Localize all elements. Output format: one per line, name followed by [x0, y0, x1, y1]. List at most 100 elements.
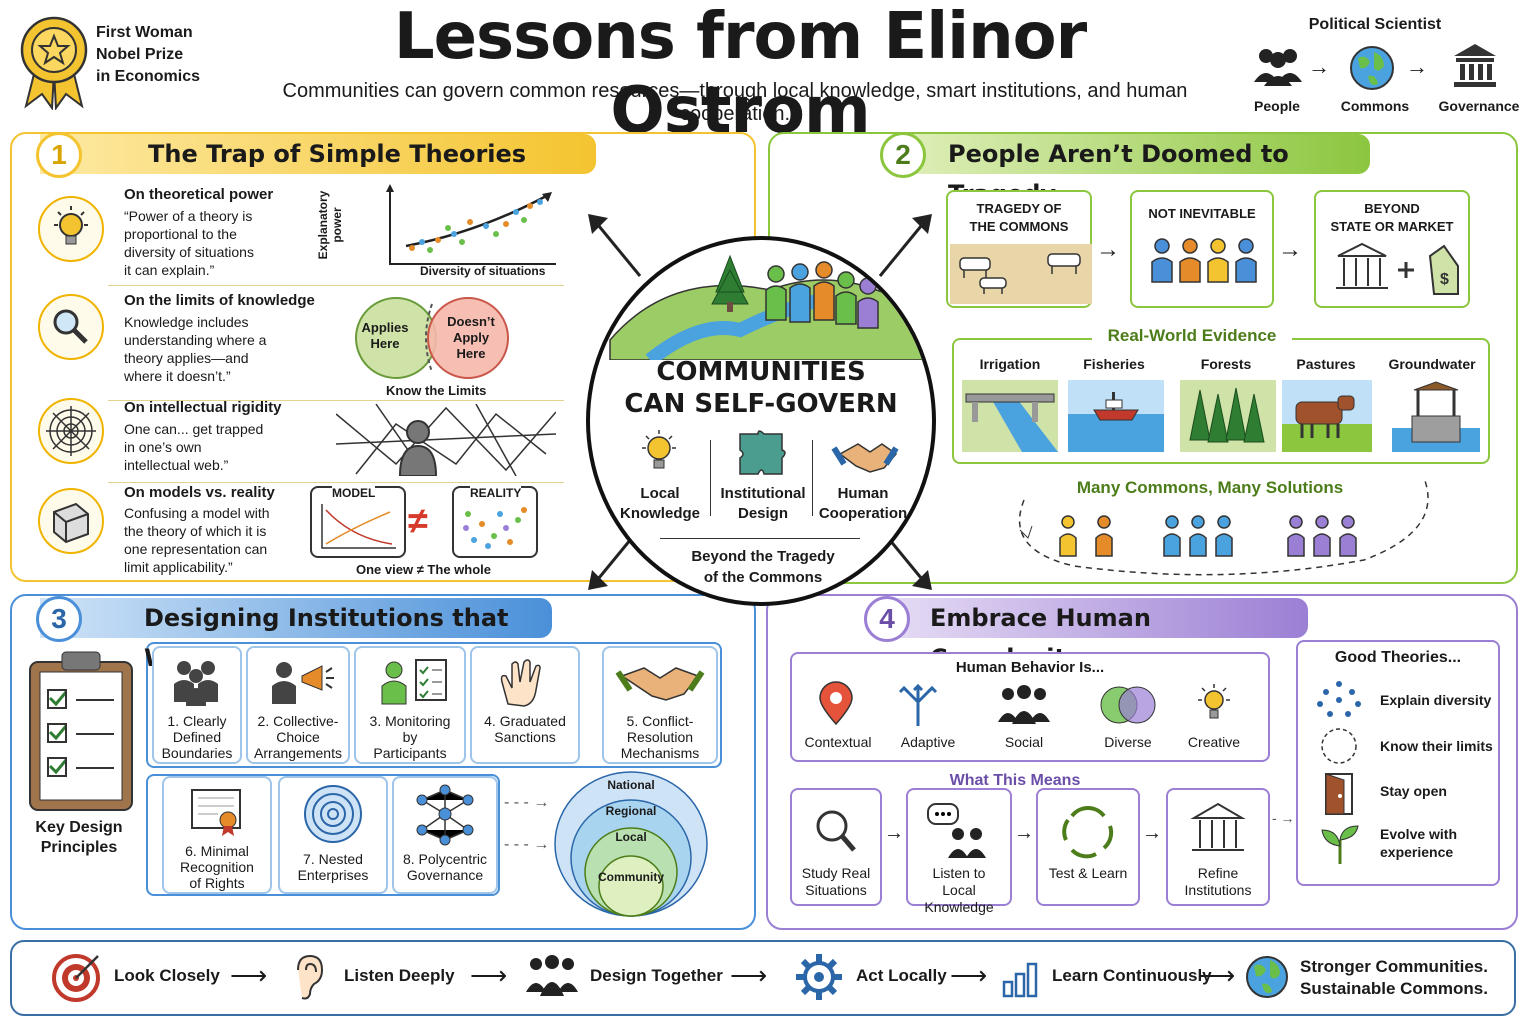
chart-xlabel: Diversity of situations — [420, 264, 546, 278]
arrow-icon: ⟶ — [470, 960, 508, 990]
dashed-arrow: - - - → — [504, 794, 550, 811]
open-door-icon — [1320, 772, 1360, 821]
model-box: MODEL — [310, 486, 406, 558]
center-circle — [586, 236, 936, 606]
nobel-medal-icon — [18, 14, 90, 111]
section-1-banner: The Trap of Simple Theories — [40, 134, 596, 174]
arrow-icon: → — [1308, 54, 1330, 79]
dashed-arrow: - → — [1272, 810, 1295, 826]
governance-label: Governance — [1438, 98, 1520, 114]
ear-icon — [288, 952, 328, 1007]
behavior-social: Social — [1004, 734, 1044, 750]
step-act-locally: Act Locally — [856, 966, 947, 985]
section-3-banner: Designing Institutions that Work — [40, 598, 552, 672]
adaptive-arrows-icon — [896, 682, 940, 731]
clipboard-checklist-icon — [26, 648, 136, 819]
gear-icon — [794, 952, 844, 1007]
community-group-icon — [1158, 512, 1238, 563]
level-regional: Regional — [605, 804, 657, 818]
arrow-icon: → — [1278, 236, 1302, 263]
creative-bulb-icon — [1194, 682, 1234, 733]
evidence-title: Real-World Evidence — [1092, 326, 1292, 346]
section-3-panel — [10, 594, 756, 930]
section-3-number: 3 — [36, 596, 82, 642]
quote-4-heading: On models vs. reality — [124, 484, 275, 501]
arrow-icon: → — [1096, 236, 1120, 263]
team-icon — [524, 954, 580, 1003]
arrow-icon: ⟶ — [730, 960, 768, 990]
behavior-diverse: Diverse — [1104, 734, 1152, 750]
quote-1-heading: On theoretical power — [124, 186, 274, 203]
sprout-icon — [1318, 822, 1362, 871]
behavior-title: Human Behavior Is... — [955, 659, 1105, 676]
page-subtitle: Communities can govern common resources—… — [282, 80, 1188, 125]
good-explain-diversity: Explain diversity — [1380, 692, 1492, 708]
bar-chart-icon — [1000, 956, 1044, 1005]
level-national: National — [607, 778, 655, 792]
section-4-panel — [766, 594, 1518, 930]
center-bulb-icon — [638, 428, 680, 481]
level-local: Local — [615, 830, 647, 844]
means-test: Test & Learn — [1036, 788, 1140, 906]
chart-ylabel: Explanatory power — [316, 190, 344, 260]
earth-icon — [1244, 954, 1290, 1005]
behavior-adaptive: Adaptive — [900, 734, 956, 750]
community-group-icon — [1052, 512, 1122, 563]
svg-text:$: $ — [1440, 271, 1449, 288]
lightbulb-icon — [38, 196, 104, 262]
arrow-icon: → — [1406, 54, 1428, 79]
section-2-banner: People Aren’t Doomed to Tragedy — [904, 134, 1370, 208]
quote-2-heading: On the limits of knowledge — [124, 292, 315, 309]
behavior-box — [790, 652, 1270, 762]
arrow-icon: ⟶ — [950, 960, 988, 990]
good-theories-title: Good Theories... — [1334, 649, 1462, 666]
location-pin-icon — [816, 680, 856, 731]
fisheries-label: Fisheries — [1083, 356, 1145, 372]
dashed-circle-icon — [1318, 726, 1360, 771]
pastures-label: Pastures — [1296, 356, 1356, 372]
theory-power-chart — [330, 182, 560, 287]
magnifier-icon — [38, 294, 104, 360]
means-title: What This Means — [949, 772, 1081, 789]
people-label: People — [1254, 98, 1300, 114]
spider-web-icon — [38, 398, 104, 464]
behavior-creative: Creative — [1187, 734, 1241, 750]
section-2-number: 2 — [880, 132, 926, 178]
venn-diagram — [340, 296, 516, 385]
political-scientist-label: Political Scientist — [1308, 16, 1442, 33]
arrow-icon: → — [884, 822, 904, 844]
venn-caption: Know the Limits — [386, 383, 487, 398]
section-1-number: 1 — [36, 132, 82, 178]
level-community: Community — [598, 870, 664, 884]
forests-label: Forests — [1200, 356, 1252, 372]
dots-cluster-icon — [1316, 680, 1362, 725]
nested-levels-diagram — [554, 770, 708, 935]
fisheries-icon — [1068, 380, 1164, 457]
trapped-person-web — [335, 403, 557, 481]
people-icon — [1252, 44, 1304, 93]
irrigation-label: Irrigation — [979, 356, 1041, 372]
step-learn-continuously: Learn Continuously — [1052, 966, 1212, 985]
step-listen-deeply: Listen Deeply — [344, 966, 455, 985]
footer-bar — [10, 940, 1516, 1016]
